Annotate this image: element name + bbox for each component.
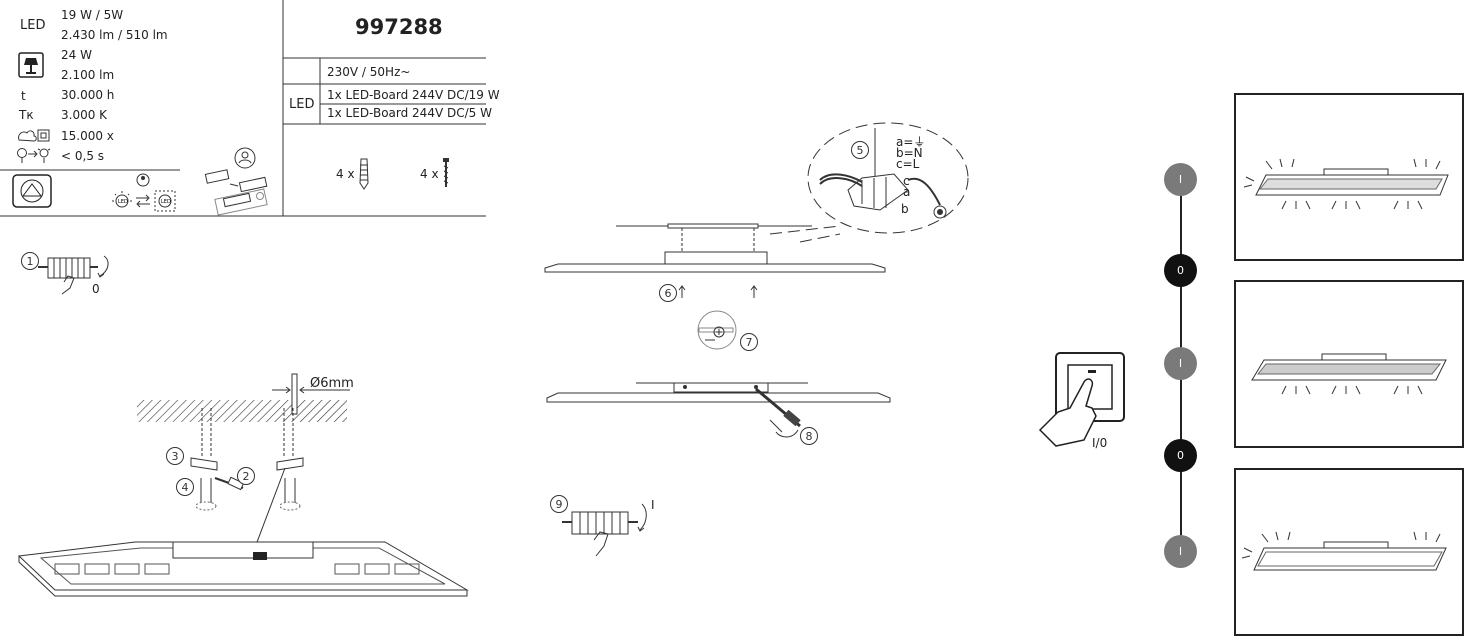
step-6-marker: 6 — [659, 284, 677, 302]
sensor-dim-icon: LED LED — [112, 173, 176, 212]
step-9-marker: 9 — [550, 495, 568, 513]
fixed-lamp-diagram — [546, 382, 891, 438]
wire-label-a: a — [903, 185, 911, 199]
led-board-2: 1x LED-Board 244V DC/5 W — [327, 106, 492, 120]
step-9-note: I — [651, 498, 655, 512]
sequence-step-off-2: 0 — [1164, 439, 1197, 472]
switching-cycles-value: 15.000 x — [61, 129, 114, 143]
sequence-step-off-1: 0 — [1164, 254, 1197, 287]
lamp-up-lit-icon — [1241, 531, 1447, 571]
dowel-count: 4 x — [336, 167, 355, 181]
led-label: LED — [20, 18, 46, 33]
step-8-marker: 8 — [800, 427, 818, 445]
wiring-neutral: b=N — [896, 146, 923, 160]
step-1-marker: 1 — [21, 252, 39, 270]
driver-icon — [204, 147, 268, 216]
mode-panel-up — [1234, 468, 1464, 636]
lamp-lumen: 2.100 lm — [61, 68, 115, 82]
step-1-note: 0 — [92, 282, 100, 296]
step-7-marker: 7 — [740, 333, 758, 351]
sequence-step-on-1: I — [1164, 163, 1197, 196]
terminal-block-open-icon — [38, 255, 109, 295]
wiring-detail — [807, 122, 969, 234]
step-5-marker: 5 — [851, 141, 869, 159]
svg-text:LED: LED — [161, 199, 171, 205]
lamp-down-lit-icon — [1251, 353, 1447, 395]
voltage-rating: 230V / 50Hz~ — [327, 65, 411, 79]
start-time-value: < 0,5 s — [61, 149, 105, 163]
screw-icon — [443, 158, 449, 187]
lamp-both-lit-icon — [1243, 158, 1449, 210]
lamp-panel-perspective — [17, 541, 469, 597]
lamp-power: 24 W — [61, 48, 92, 62]
wire-label-b: b — [901, 202, 909, 216]
start-time-icon — [17, 148, 51, 163]
lifetime-value: 30.000 h — [61, 88, 115, 102]
switch-label: I/0 — [1092, 436, 1108, 450]
color-temp-label: Tк — [19, 108, 34, 122]
wire-label-c: c — [903, 174, 910, 188]
led-board-1: 1x LED-Board 244V DC/19 W — [327, 88, 500, 102]
ceiling-mount-diagram — [544, 223, 886, 298]
dowel-icon — [359, 158, 369, 190]
led-power: 19 W / 5W — [61, 8, 124, 22]
mode-panel-down — [1234, 280, 1464, 448]
drill-diameter: Ø6mm — [310, 376, 354, 391]
dimmable-icon — [12, 174, 52, 208]
led-board-label: LED — [289, 97, 315, 112]
step-2-marker: 2 — [237, 467, 255, 485]
wall-switch-icon[interactable] — [1038, 350, 1128, 450]
screw-detail-icon — [697, 310, 737, 350]
sequence-step-on-3: I — [1164, 535, 1197, 568]
wiring-ground: a=⏚ — [896, 135, 926, 149]
product-number: 997288 — [355, 15, 443, 39]
spec-table-lines — [0, 0, 486, 217]
mounting-bracket-diagram — [190, 408, 304, 559]
terminal-block-close-icon — [562, 503, 647, 557]
wiring-live: c=L — [896, 157, 920, 171]
sequence-step-on-2: I — [1164, 347, 1197, 380]
led-lumen: 2.430 lm / 510 lm — [61, 28, 168, 42]
svg-text:LED: LED — [118, 199, 128, 205]
step-4-marker: 4 — [176, 478, 194, 496]
drill-bit-icon — [272, 373, 350, 415]
lifetime-label: t — [21, 89, 26, 103]
mode-panel-both — [1234, 93, 1464, 261]
lamp-icon — [18, 52, 44, 78]
switching-cycles-icon — [18, 129, 50, 142]
color-temp-value: 3.000 K — [61, 108, 108, 122]
step-3-marker: 3 — [166, 447, 184, 465]
screw-count: 4 x — [420, 167, 439, 181]
